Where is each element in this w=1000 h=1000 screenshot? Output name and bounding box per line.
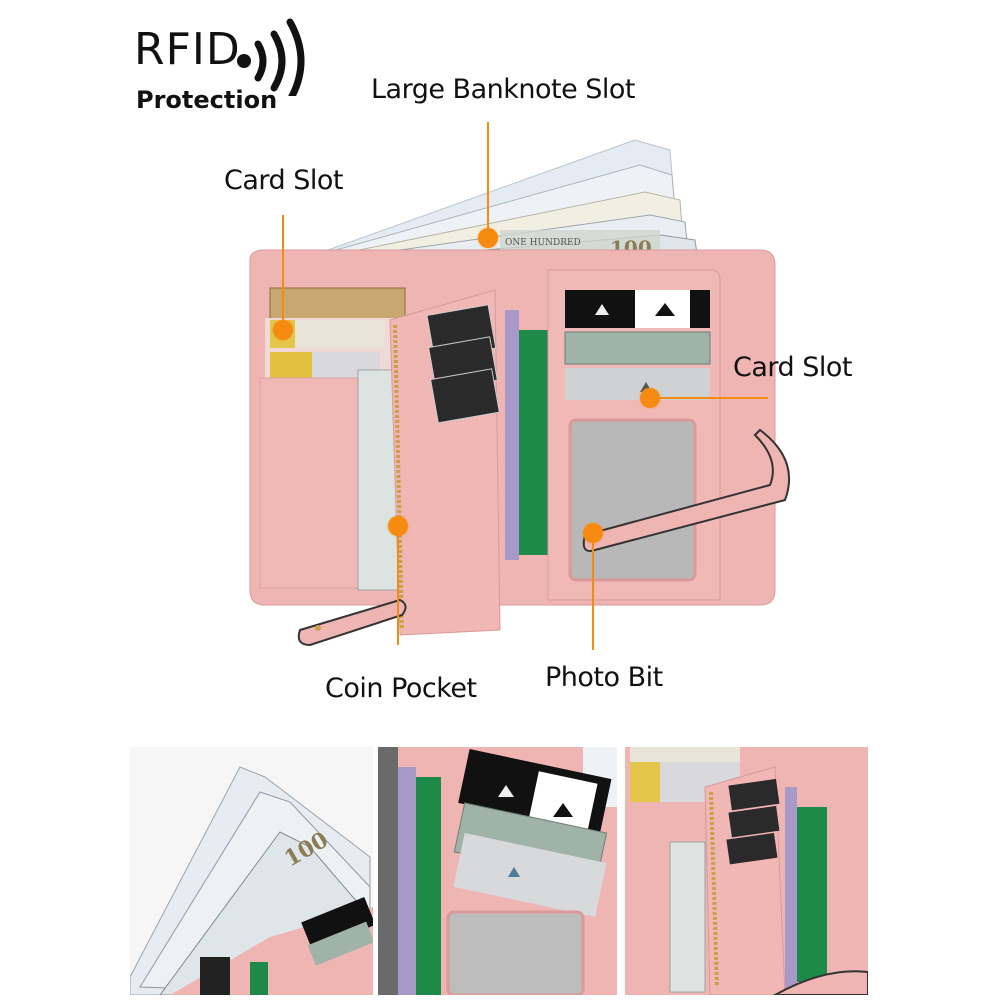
banknotes-closeup-image: 100 xyxy=(130,747,373,995)
callout-dot-card-slot-left xyxy=(273,320,293,340)
leader-line-coin-pocket xyxy=(397,530,399,645)
callout-dot-coin-pocket xyxy=(388,516,408,536)
thumbnail-card-slots[interactable] xyxy=(378,747,617,995)
coin-pocket-closeup-image xyxy=(625,747,868,995)
callout-label-photo-bit: Photo Bit xyxy=(545,662,663,693)
svg-text:ONE HUNDRED: ONE HUNDRED xyxy=(505,238,581,248)
leader-line-banknote xyxy=(487,122,489,232)
callout-dot-photo-bit xyxy=(583,523,603,543)
callout-label-large-banknote-slot: Large Banknote Slot xyxy=(371,74,636,105)
leader-line-card-slot-left xyxy=(282,215,284,325)
callout-label-card-slot-left: Card Slot xyxy=(224,165,344,196)
leader-line-photo-bit xyxy=(592,540,594,650)
callout-label-coin-pocket: Coin Pocket xyxy=(325,673,477,704)
callout-dot-banknote xyxy=(478,228,498,248)
card-slots-closeup-image xyxy=(378,747,617,995)
rfid-subtitle: Protection xyxy=(136,86,278,114)
leader-line-card-slot-right xyxy=(652,397,768,399)
rfid-signal-icon xyxy=(237,18,305,96)
callout-label-card-slot-right: Card Slot xyxy=(733,352,853,383)
product-image-wallet: 100 ONE HUNDRED xyxy=(249,139,791,647)
callout-dot-card-slot-right xyxy=(640,388,660,408)
thumbnail-coin-pocket[interactable] xyxy=(625,747,868,995)
rfid-title: RFID xyxy=(134,24,241,75)
thumbnail-banknotes[interactable]: 100 xyxy=(130,747,373,995)
